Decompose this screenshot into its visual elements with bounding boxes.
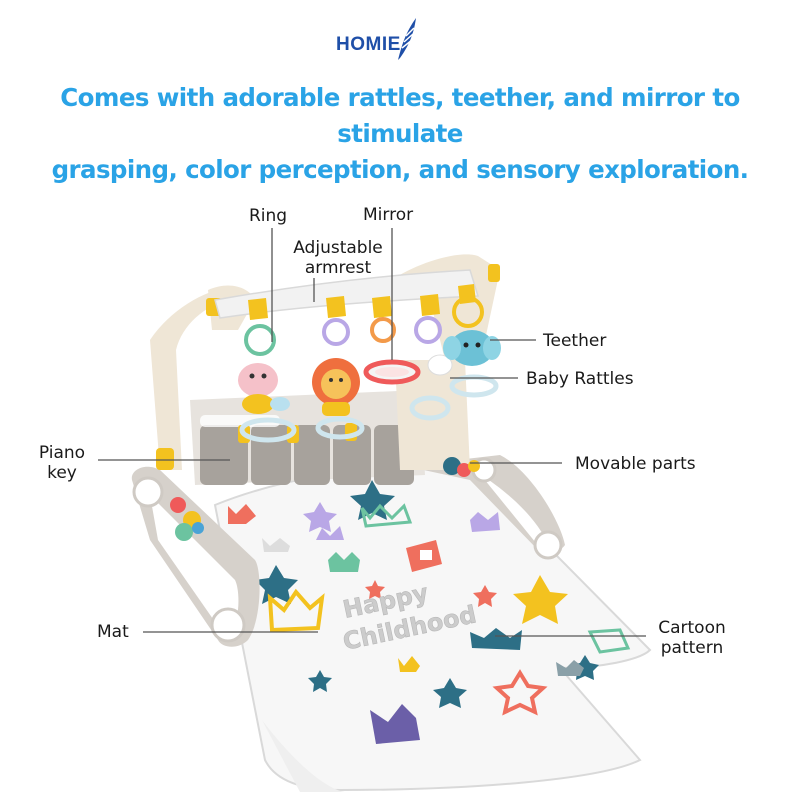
bee-rattle (238, 363, 297, 443)
callout-baby-rattles: Baby Rattles (526, 369, 634, 389)
callout-ring: Ring (249, 206, 288, 226)
callout-adjustable-armrest: Adjustable armrest (280, 238, 396, 278)
hanging-toys (238, 284, 501, 443)
piano-board (190, 390, 425, 485)
small-rattle (409, 354, 453, 421)
armrest-bar (214, 269, 480, 319)
mirror-toy (363, 359, 421, 385)
leader-lines (98, 228, 646, 637)
callout-armrest-line-1: Adjustable (293, 238, 383, 258)
callout-piano-line-1: Piano (38, 443, 86, 463)
side-bead-rattles (170, 457, 480, 541)
callout-armrest-line-2: armrest (304, 258, 372, 278)
callout-mat: Mat (97, 622, 129, 642)
callout-cartoon-pattern: Cartoon pattern (650, 618, 734, 658)
headline-line-1: Comes with adorable rattles, teether, an… (60, 83, 740, 148)
elephant-teether (443, 330, 501, 398)
brand-feather-icon (398, 18, 416, 60)
callout-movable-parts: Movable parts (575, 454, 696, 474)
callout-cartoon-line-1: Cartoon (658, 618, 726, 638)
brand-header: HOMIE (0, 14, 800, 64)
headline-line-2: grasping, color perception, and sensory … (51, 155, 749, 184)
brand-logo-text: HOMIE (336, 34, 401, 55)
base-frame (131, 455, 565, 647)
callout-teether: Teether (543, 331, 607, 351)
headline: Comes with adorable rattles, teether, an… (0, 80, 800, 188)
mat-crowns (228, 503, 631, 744)
callout-piano-line-2: key (47, 463, 77, 483)
callout-piano-key: Piano key (32, 443, 92, 483)
callout-mirror: Mirror (363, 205, 414, 225)
lion-rattle (312, 358, 365, 440)
callout-cartoon-line-2: pattern (660, 638, 724, 658)
